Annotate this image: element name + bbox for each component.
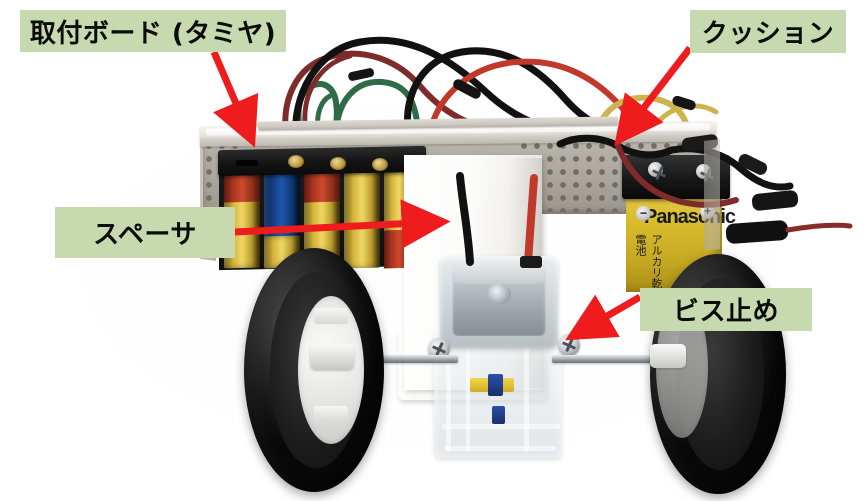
gearbox-strut-2	[466, 350, 470, 452]
callout-label-mounting-board: 取付ボード (タミヤ)	[20, 10, 286, 52]
wheel-left-spoke-1	[314, 308, 348, 324]
battery-jp-text: アルカリ乾電池	[634, 234, 663, 289]
battery-brand-text: Panasonic	[644, 206, 736, 228]
callout-label-spacer: スペーサ	[55, 207, 235, 258]
gear-blue-1	[488, 374, 503, 396]
holder-screw-2	[330, 157, 346, 170]
aa-battery-3-top	[304, 171, 340, 203]
gear-blue-2	[492, 406, 505, 424]
aa-battery-4	[344, 171, 380, 269]
callout-label-cushion: クッション	[690, 10, 846, 53]
gearbox-strut-4	[442, 424, 560, 429]
wheel-left-spoke-2	[314, 406, 348, 422]
gearbox-screw-left	[428, 338, 450, 360]
board-right-edge-shadow	[704, 139, 720, 251]
motor-hub	[487, 284, 511, 304]
gearbox-strut-5	[444, 446, 556, 451]
wheel-left-boss	[310, 344, 354, 370]
gearbox-screw-right	[558, 334, 580, 356]
holder-screw-1	[288, 155, 304, 168]
clip-screw-1	[648, 162, 663, 177]
gearbox-strut-3	[524, 344, 529, 452]
motor-end-cap	[452, 258, 546, 284]
holder-rib	[236, 160, 258, 166]
callout-label-screw-fastening: ビス止め	[640, 288, 812, 331]
wheel-right-boss	[650, 344, 686, 368]
holder-screw-3	[372, 158, 388, 171]
aa-battery-1-top	[224, 171, 260, 203]
battery-negative-terminal: −	[636, 206, 651, 221]
gearbox-strut-1	[446, 344, 451, 452]
axle-right	[552, 355, 722, 363]
